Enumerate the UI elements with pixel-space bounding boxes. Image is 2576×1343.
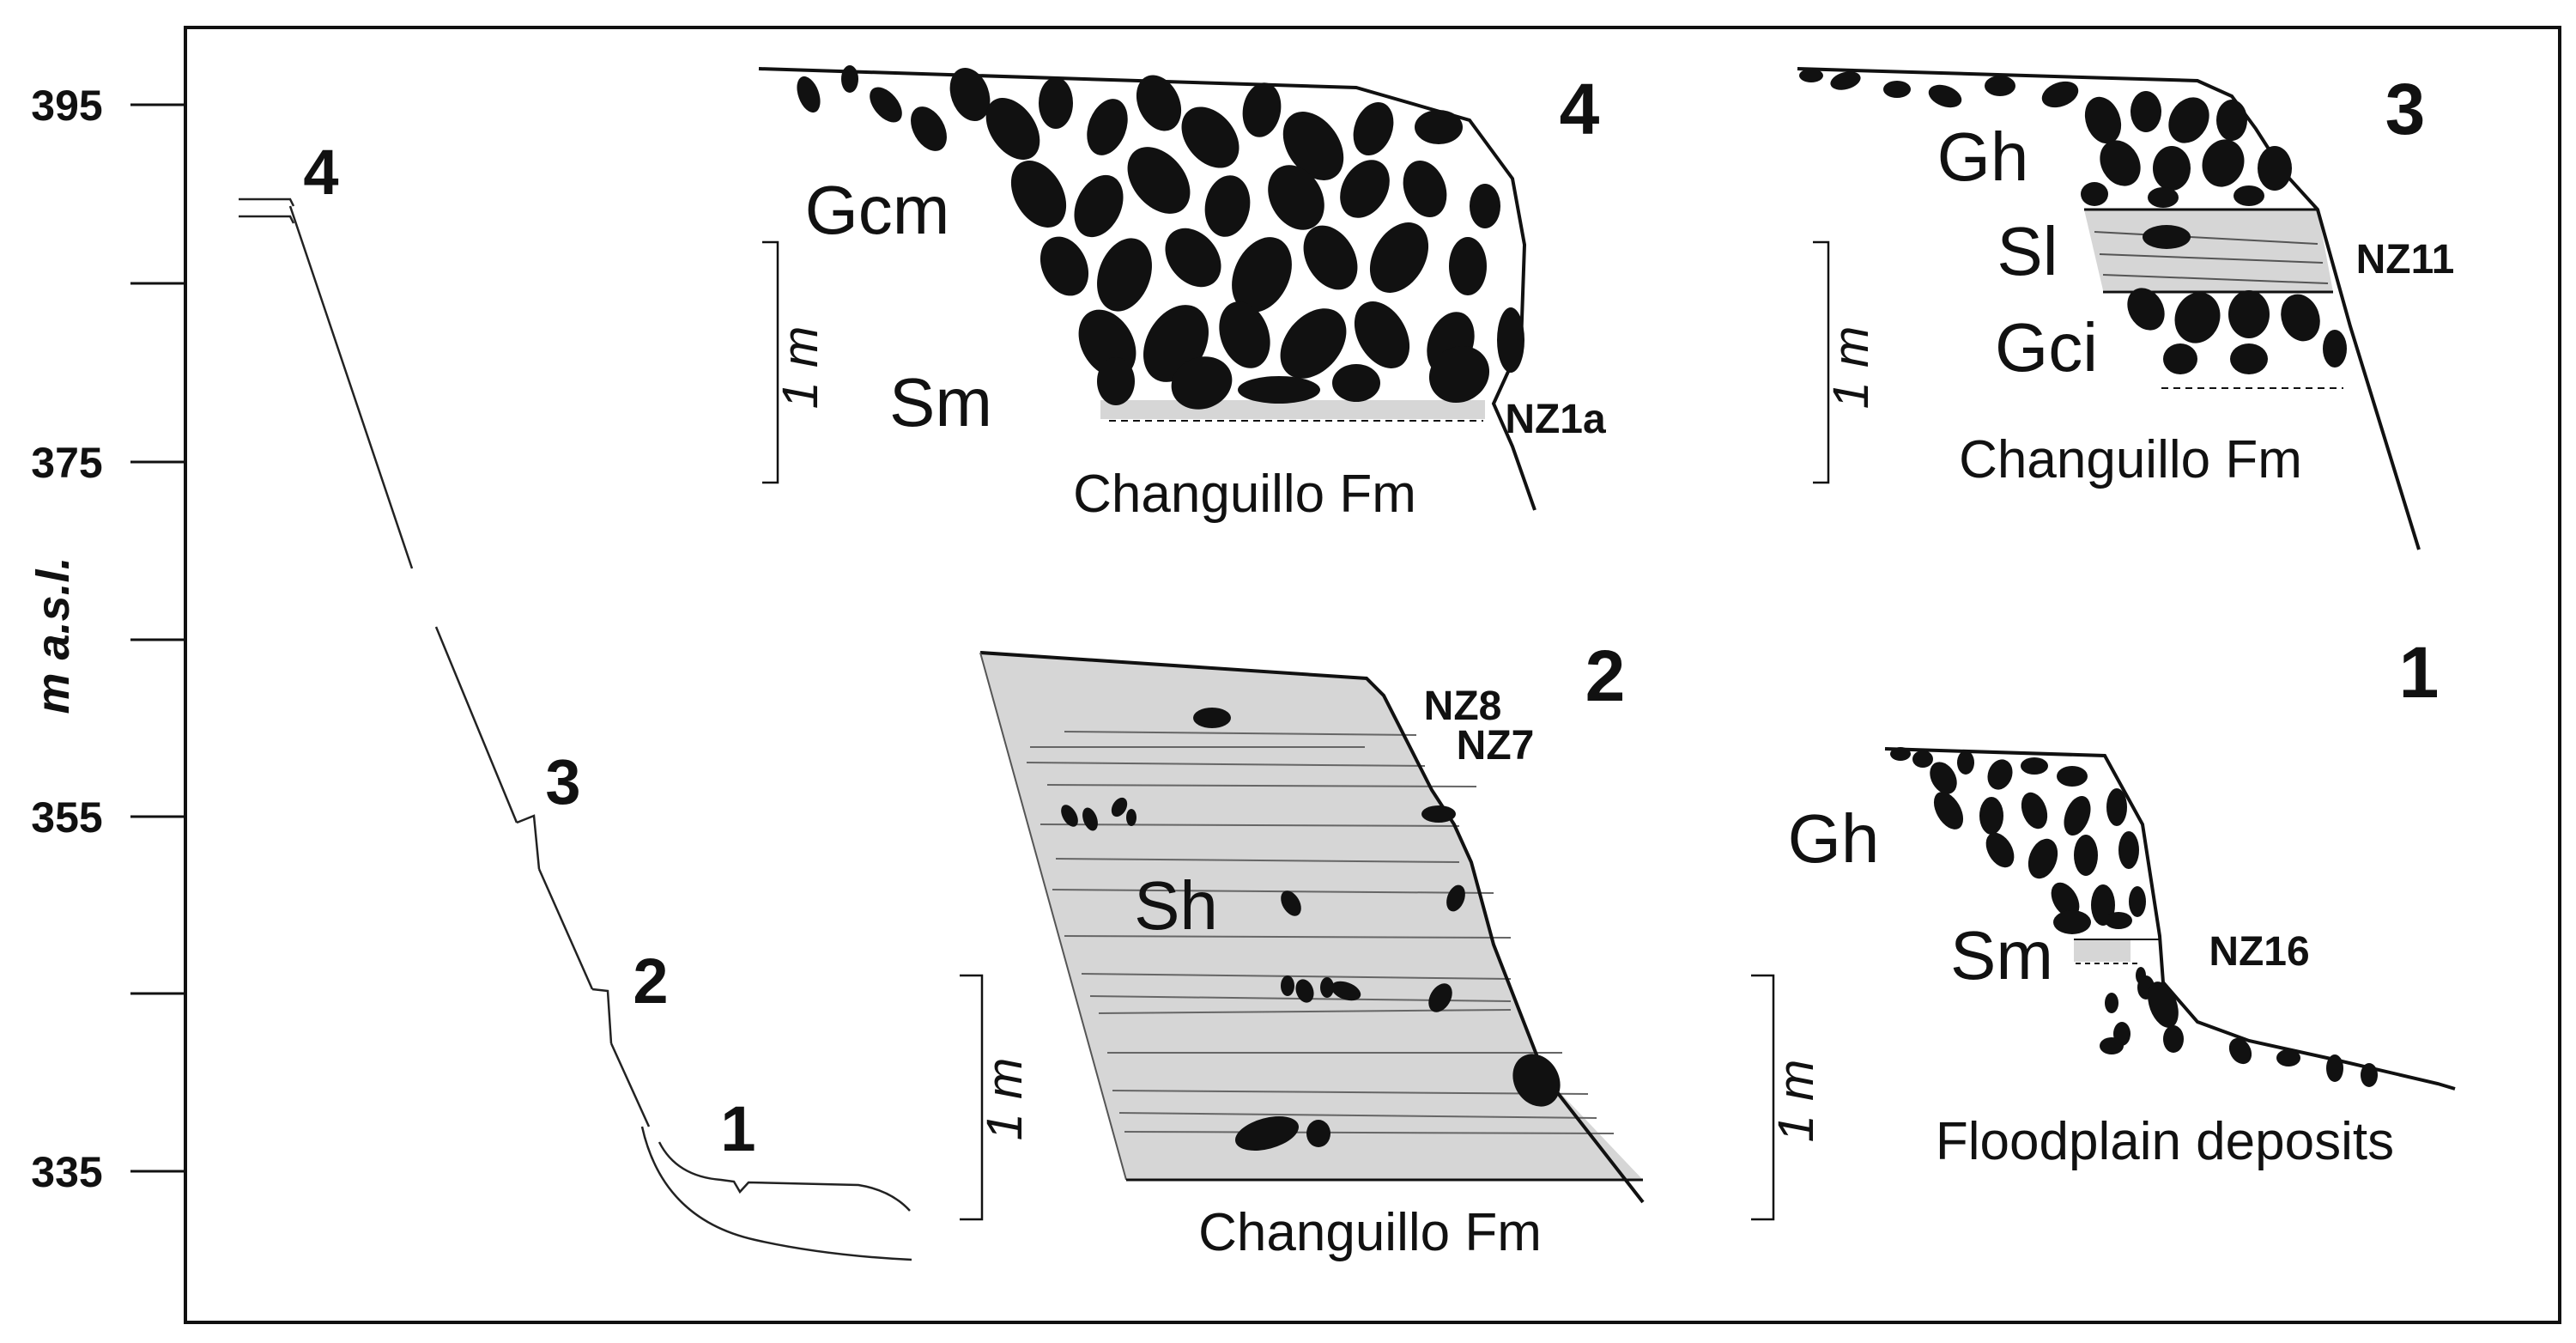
- profile-number-3: 3: [545, 746, 580, 817]
- facies-sm: Sm: [1950, 917, 2053, 994]
- scale-bar: [762, 240, 779, 484]
- scale-bar-label: 1 m: [773, 326, 828, 410]
- sand-lens: [1100, 400, 1485, 419]
- section-number-4: 4: [1560, 69, 1600, 149]
- section-number-3: 3: [2385, 69, 2426, 149]
- gravel-clasts: [1799, 69, 2347, 374]
- laminae: [1026, 731, 1615, 1134]
- tick-label-335: 335: [31, 1148, 102, 1196]
- gravel-clasts: [1890, 747, 2378, 1087]
- sample-nz1a: NZ1a: [1505, 397, 1606, 442]
- profile-number-4: 4: [303, 137, 338, 208]
- elevation-axis: 395 375 355 335 m a.s.l.: [27, 82, 185, 1196]
- sample-nz16: NZ16: [2209, 929, 2309, 975]
- base-formation: Changuillo Fm: [1073, 465, 1416, 524]
- scale-bar: [960, 974, 984, 1221]
- base-formation: Changuillo Fm: [1198, 1203, 1542, 1262]
- valley-profile: [239, 198, 912, 1261]
- tick-label-375: 375: [31, 439, 102, 487]
- base-formation: Floodplain deposits: [1936, 1112, 2394, 1171]
- scale-bar-label: 1 m: [1768, 1060, 1824, 1143]
- tick-label-355: 355: [31, 793, 102, 842]
- section-terrace-3: 1 m: [1797, 67, 2455, 550]
- facies-gh: Gh: [1788, 800, 1880, 877]
- section-terrace-1: 1 m: [1751, 632, 2456, 1221]
- facies-gci: Gci: [1995, 309, 2098, 386]
- facies-sh: Sh: [1134, 867, 1218, 944]
- sand-lens: [2074, 939, 2131, 962]
- terrace-surface: [979, 651, 1645, 1204]
- scale-bar-label: 1 m: [977, 1058, 1033, 1141]
- facies-gh: Gh: [1937, 118, 2029, 195]
- facies-gcm: Gcm: [805, 172, 950, 248]
- scale-bar-label: 1 m: [1823, 326, 1879, 410]
- gravel-clasts: [797, 65, 1524, 410]
- axis-label: m a.s.l.: [27, 556, 79, 714]
- profile-number-2: 2: [633, 945, 668, 1017]
- sample-nz7: NZ7: [1457, 723, 1535, 769]
- scale-bar: [1813, 240, 1830, 484]
- facies-sl: Sl: [1997, 213, 2058, 289]
- section-edge: [979, 652, 1127, 1181]
- section-terrace-4: 1 m: [758, 65, 1606, 524]
- section-number-1: 1: [2399, 632, 2440, 713]
- sample-nz8: NZ8: [1424, 684, 1502, 729]
- scale-bar: [1751, 974, 1775, 1221]
- laminae: [2094, 231, 2329, 284]
- section-number-2: 2: [1585, 635, 1626, 716]
- sand-bed: [2084, 210, 2333, 292]
- gravel-clasts: [1061, 708, 1561, 1151]
- section-terrace-2: 1 m: [960, 635, 1645, 1262]
- facies-sm: Sm: [889, 364, 992, 441]
- terrace-surface: [1884, 747, 2456, 1091]
- tick-label-395: 395: [31, 82, 102, 130]
- base-formation: Changuillo Fm: [1959, 430, 2302, 489]
- profile-number-1: 1: [720, 1093, 755, 1164]
- sample-nz11: NZ11: [2356, 237, 2455, 283]
- terrace-surface: [758, 67, 1537, 511]
